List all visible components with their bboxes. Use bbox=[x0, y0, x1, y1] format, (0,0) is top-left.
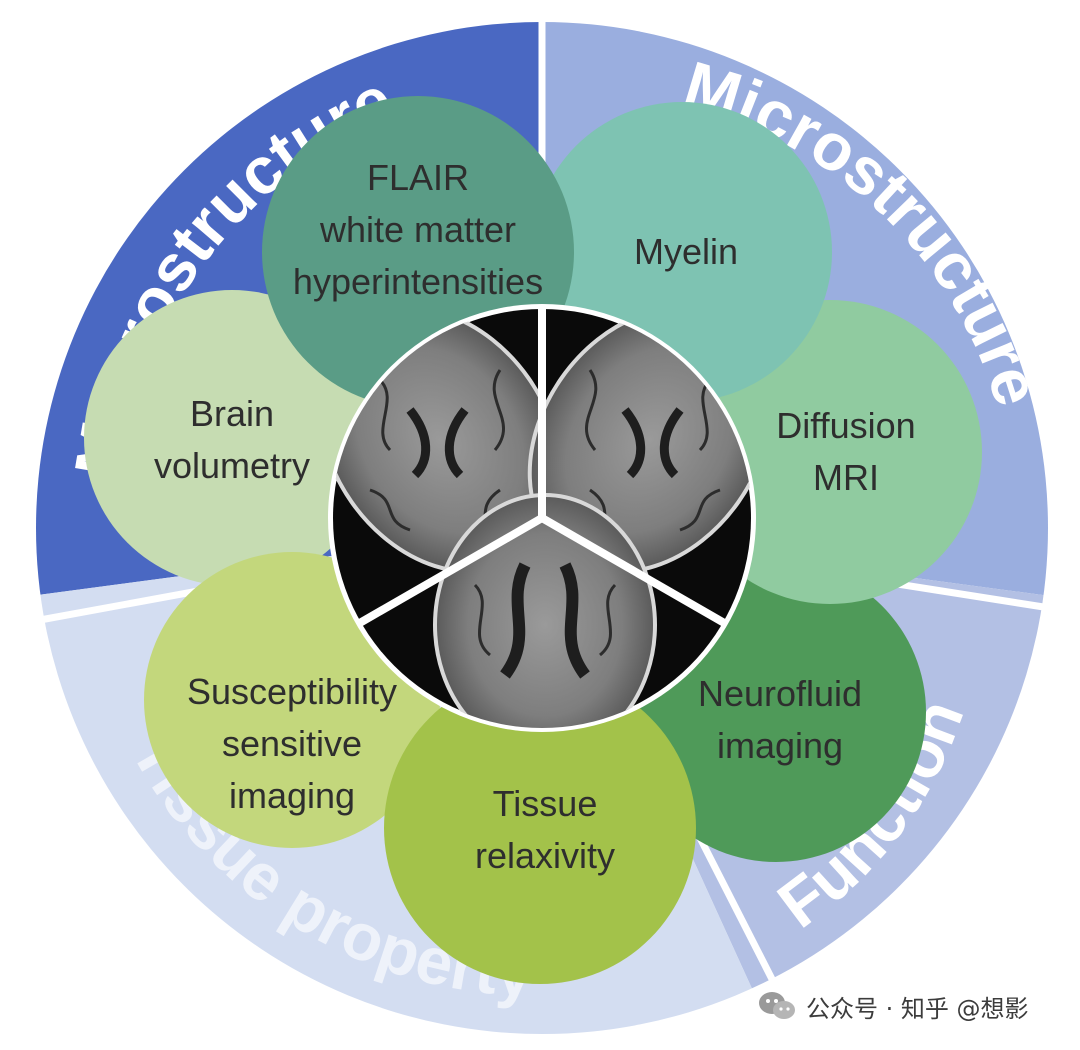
label-neurofluid: Neurofluid imaging bbox=[697, 673, 863, 766]
circle-brain-volumetry bbox=[84, 290, 380, 586]
label-flair: FLAIR white matter hyperintensities bbox=[292, 157, 544, 302]
watermark: 公众号 · 知乎 @想影 bbox=[758, 986, 1029, 1026]
label-susceptibility: Susceptibility sensitive imaging bbox=[186, 671, 398, 816]
label-brain-volumetry: Brain volumetry bbox=[153, 393, 311, 486]
watermark-text: 公众号 · 知乎 @想影 bbox=[806, 994, 1029, 1023]
label-myelin: Myelin bbox=[633, 231, 739, 272]
label-tissue-relaxivity: Tissue relaxivity bbox=[474, 783, 616, 876]
brain-mri-axial-icon bbox=[433, 493, 657, 728]
circle-tissue-relaxivity bbox=[384, 672, 696, 984]
label-diffusion-mri: Diffusion MRI bbox=[776, 405, 916, 498]
wechat-icon bbox=[759, 992, 795, 1019]
